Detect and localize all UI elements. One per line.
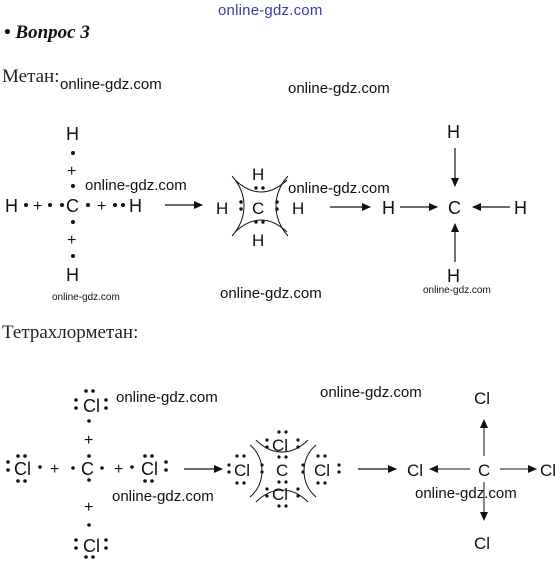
ccl4-structural-formula: Cl Cl C Cl Cl (407, 389, 556, 553)
atom-cl: Cl (83, 536, 100, 556)
watermark: online-gdz.com (52, 292, 120, 303)
watermark: online-gdz.com (112, 488, 214, 505)
watermark: online-gdz.com (320, 384, 422, 401)
atom-cl: Cl (141, 459, 158, 479)
atom-cl: Cl (407, 461, 423, 480)
plus-sign: + (67, 232, 76, 249)
watermark: online-gdz.com (288, 80, 390, 97)
atom-h: H (252, 231, 264, 250)
atom-h: H (66, 265, 79, 285)
atom-h: H (252, 165, 264, 184)
methane-dot-formation: H + H + C + H + H (5, 124, 142, 285)
atom-h: H (5, 196, 18, 216)
header-watermark[interactable]: online-gdz.com (218, 2, 323, 19)
watermark: online-gdz.com (85, 177, 187, 194)
atom-cl: Cl (272, 436, 288, 455)
atom-h: H (292, 199, 304, 218)
plus-sign: + (84, 499, 93, 516)
atom-cl: Cl (314, 461, 330, 480)
atom-c: C (448, 198, 461, 218)
watermark: online-gdz.com (220, 285, 322, 302)
plus-sign: + (97, 198, 106, 215)
methane-label: Метан: (2, 66, 60, 87)
watermark: online-gdz.com (423, 285, 491, 296)
methane-electron-overlap: H H C H H (216, 165, 304, 250)
atom-cl: Cl (474, 389, 490, 408)
atom-h: H (382, 198, 395, 218)
atom-cl: Cl (14, 459, 31, 479)
atom-cl: Cl (540, 461, 556, 480)
atom-c: C (81, 459, 94, 479)
plus-sign: + (84, 432, 93, 449)
plus-sign: + (114, 461, 123, 478)
atom-c: C (252, 199, 264, 218)
atom-c: C (478, 461, 490, 480)
atom-h: H (447, 122, 460, 142)
atom-h: H (216, 199, 228, 218)
plus-sign: + (67, 163, 76, 180)
atom-cl: Cl (272, 485, 288, 504)
watermark: online-gdz.com (415, 485, 517, 502)
methane-structural-formula: H H C H H (382, 122, 527, 286)
question-title: • Вопрос 3 (4, 22, 90, 43)
atom-c: C (66, 196, 79, 216)
atom-cl: Cl (83, 396, 100, 416)
ccl4-dot-formation: Cl + Cl + C + Cl (6, 389, 168, 559)
ccl4-label: Тетрахлорметан: (2, 322, 139, 343)
ccl4-electron-overlap: Cl Cl C Cl (227, 430, 341, 508)
plus-sign: + (33, 198, 42, 215)
atom-h: H (66, 124, 79, 144)
atom-h: H (514, 198, 527, 218)
plus-sign: + (50, 461, 59, 478)
atom-cl: Cl (474, 534, 490, 553)
atom-cl: Cl (234, 461, 250, 480)
watermark: online-gdz.com (60, 76, 162, 93)
watermark: online-gdz.com (288, 180, 390, 197)
watermark: online-gdz.com (116, 389, 218, 406)
atom-h: H (447, 266, 460, 286)
atom-c: C (276, 461, 288, 480)
atom-h: H (129, 196, 142, 216)
